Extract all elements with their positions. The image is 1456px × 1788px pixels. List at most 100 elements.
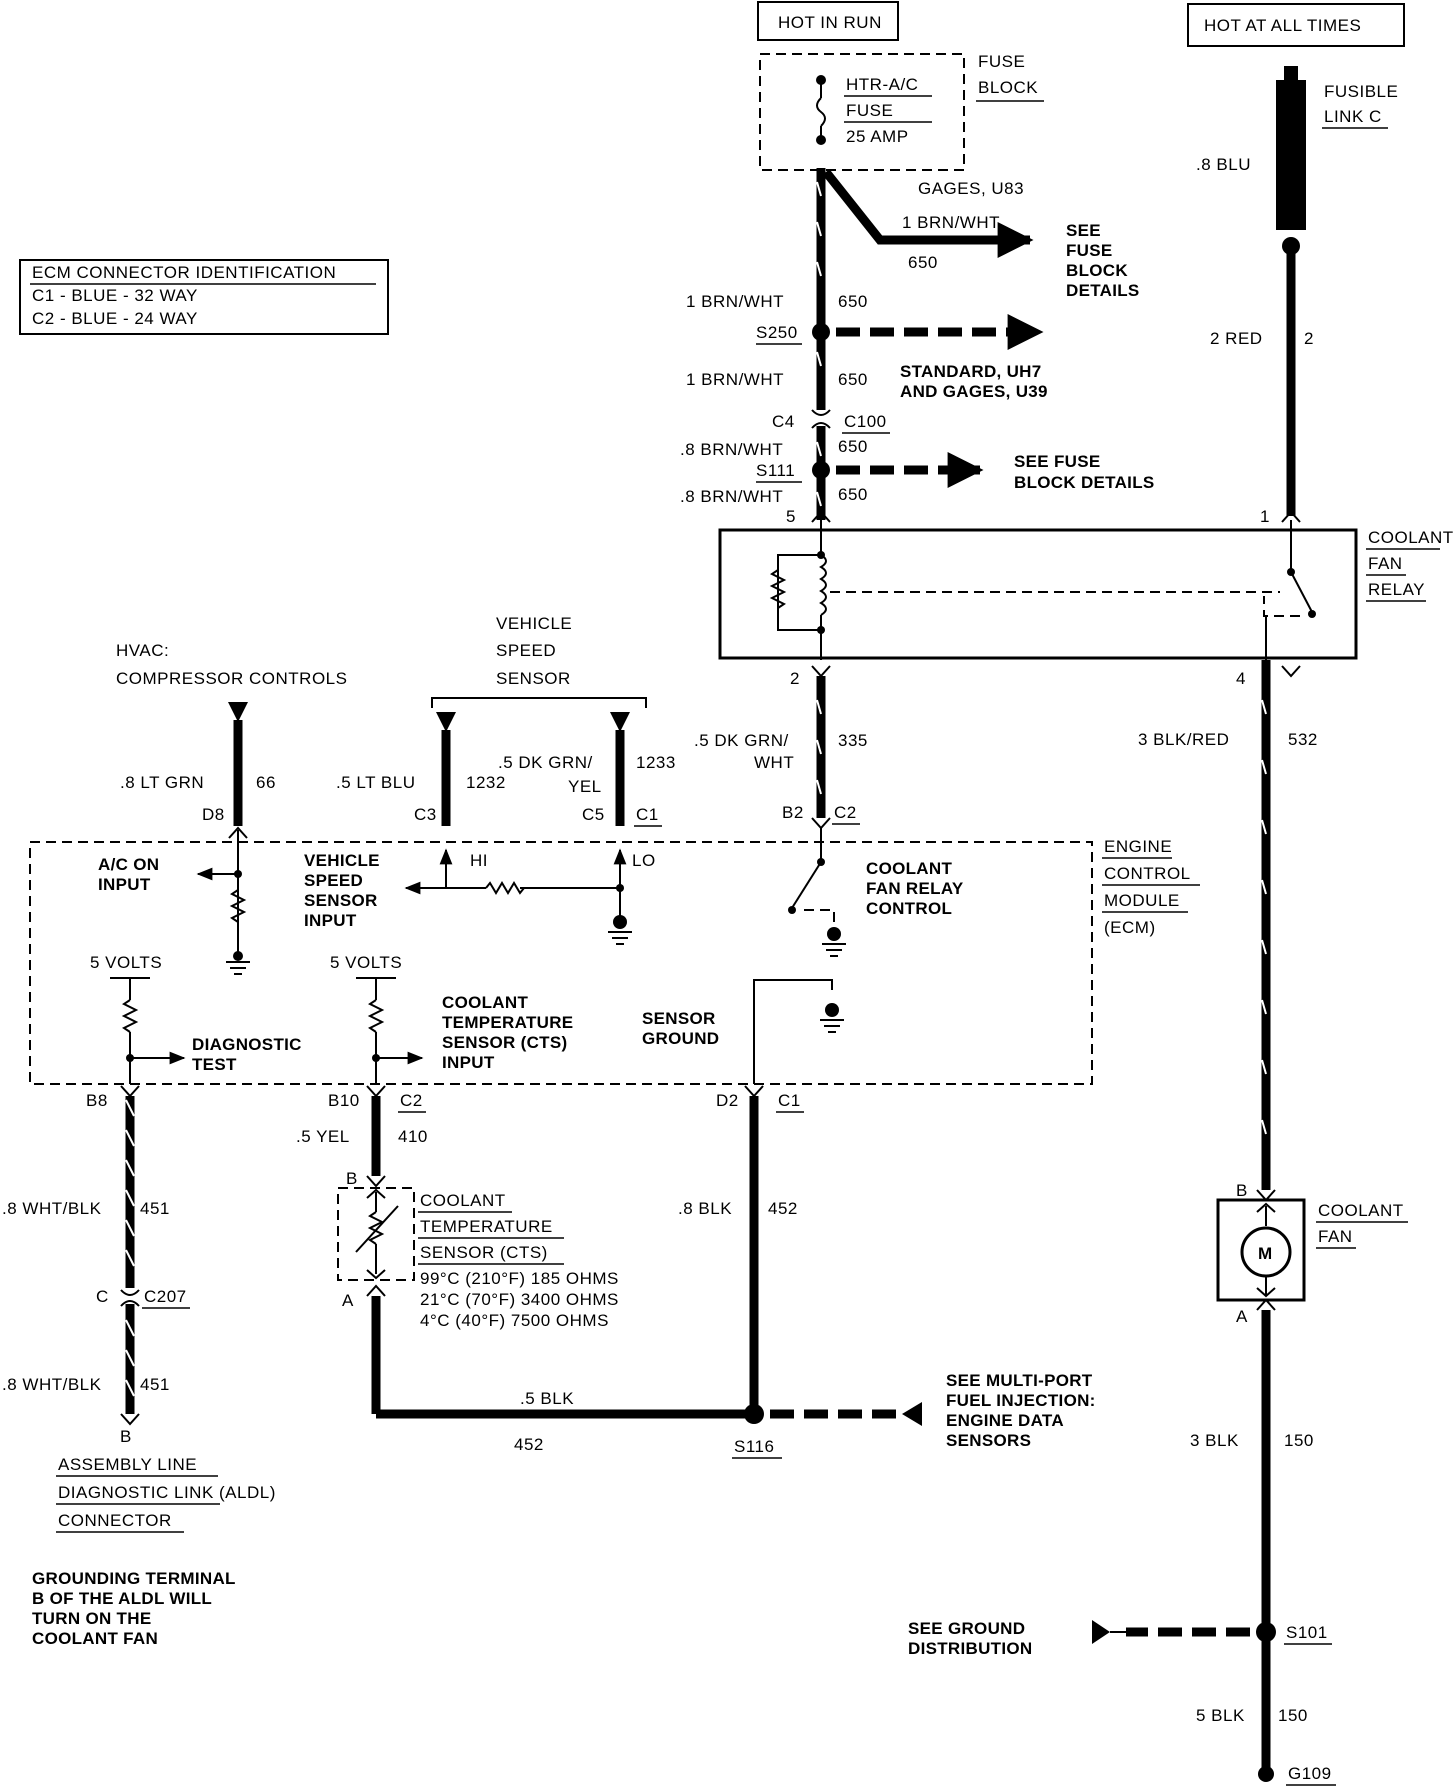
svg-text:DETAILS: DETAILS [1066, 281, 1140, 300]
svg-text:COOLANT: COOLANT [442, 993, 528, 1012]
svg-text:G109: G109 [1288, 1764, 1332, 1783]
wire-650 [811, 168, 831, 520]
wire-red-2: 2 RED 2 1 [1210, 250, 1314, 526]
svg-text:HVAC:: HVAC: [116, 641, 169, 660]
svg-text:TURN ON THE: TURN ON THE [32, 1609, 151, 1628]
svg-text:LINK C: LINK C [1324, 107, 1382, 126]
svg-text:5 VOLTS: 5 VOLTS [330, 953, 402, 972]
ground-icon [226, 951, 250, 975]
svg-text:C100: C100 [844, 412, 887, 431]
svg-text:SENSORS: SENSORS [946, 1431, 1031, 1450]
svg-text:FAN RELAY: FAN RELAY [866, 879, 964, 898]
svg-text:INPUT: INPUT [98, 875, 151, 894]
svg-text:VEHICLE: VEHICLE [496, 614, 572, 633]
svg-text:FUSE: FUSE [846, 101, 893, 120]
fusible-link: FUSIBLE LINK C .8 BLU [1196, 66, 1398, 255]
svg-text:MODULE: MODULE [1104, 891, 1180, 910]
svg-text:GAGES, U83: GAGES, U83 [918, 179, 1024, 198]
svg-text:COOLANT FAN: COOLANT FAN [32, 1629, 158, 1648]
svg-text:B: B [346, 1169, 358, 1188]
hot-at-all-times-label: HOT AT ALL TIMES [1187, 3, 1405, 47]
svg-text:B10: B10 [328, 1091, 360, 1110]
svg-text:532: 532 [1288, 730, 1318, 749]
svg-text:ENGINE: ENGINE [1104, 837, 1172, 856]
svg-text:CONTROL: CONTROL [866, 899, 952, 918]
svg-text:SEE GROUND: SEE GROUND [908, 1619, 1025, 1638]
svg-text:1232: 1232 [466, 773, 506, 792]
svg-text:150: 150 [1284, 1431, 1314, 1450]
svg-text:SENSOR: SENSOR [304, 891, 378, 910]
svg-text:INPUT: INPUT [442, 1053, 495, 1072]
svg-text:SENSOR (CTS): SENSOR (CTS) [442, 1033, 567, 1052]
svg-text:650: 650 [838, 292, 868, 311]
svg-text:ASSEMBLY LINE: ASSEMBLY LINE [58, 1455, 197, 1474]
svg-text:BLOCK DETAILS: BLOCK DETAILS [1014, 473, 1155, 492]
svg-text:SENSOR (CTS): SENSOR (CTS) [420, 1243, 548, 1262]
svg-text:B OF THE ALDL WILL: B OF THE ALDL WILL [32, 1589, 212, 1608]
svg-text:4: 4 [1236, 669, 1246, 688]
svg-text:451: 451 [140, 1199, 170, 1218]
svg-text:650: 650 [838, 485, 868, 504]
svg-text:21°C (70°F) 3400 OHMS: 21°C (70°F) 3400 OHMS [420, 1290, 619, 1309]
svg-text:DIAGNOSTIC: DIAGNOSTIC [192, 1035, 302, 1054]
svg-text:AND GAGES, U39: AND GAGES, U39 [900, 382, 1048, 401]
svg-text:B8: B8 [86, 1091, 108, 1110]
svg-text:150: 150 [1278, 1706, 1308, 1725]
svg-text:HOT AT ALL TIMES: HOT AT ALL TIMES [1204, 16, 1361, 35]
svg-text:COOLANT: COOLANT [420, 1191, 506, 1210]
svg-text:TEMPERATURE: TEMPERATURE [420, 1217, 553, 1236]
svg-text:SEE MULTI-PORT: SEE MULTI-PORT [946, 1371, 1093, 1390]
hot-in-run-label: HOT IN RUN [757, 1, 899, 41]
svg-text:.8 WHT/BLK: .8 WHT/BLK [2, 1375, 102, 1394]
svg-text:RELAY: RELAY [1368, 580, 1425, 599]
svg-text:SEE: SEE [1066, 221, 1101, 240]
wire-451: B8 .8 WHT/BLK 451 C C207 .8 WHT/BLK 451 … [2, 1085, 276, 1648]
svg-text:HTR-A/C: HTR-A/C [846, 75, 918, 94]
svg-text:5 VOLTS: 5 VOLTS [90, 953, 162, 972]
svg-text:.8 BRN/WHT: .8 BRN/WHT [680, 487, 783, 506]
svg-text:SPEED: SPEED [496, 641, 556, 660]
svg-text:FUSIBLE: FUSIBLE [1324, 82, 1398, 101]
svg-text:A/C ON: A/C ON [98, 855, 159, 874]
svg-text:1 BRN/WHT: 1 BRN/WHT [686, 370, 784, 389]
svg-text:650: 650 [838, 437, 868, 456]
svg-text:FUSE: FUSE [1066, 241, 1113, 260]
engine-control-module: ENGINE CONTROL MODULE (ECM) A/C ON INPUT [29, 826, 1200, 1085]
svg-text:410: 410 [398, 1127, 428, 1146]
ground-icon [1258, 1766, 1274, 1782]
svg-text:INPUT: INPUT [304, 911, 357, 930]
svg-text:VEHICLE: VEHICLE [304, 851, 380, 870]
svg-text:.5 LT BLU: .5 LT BLU [336, 773, 415, 792]
svg-text:DIAGNOSTIC LINK (ALDL): DIAGNOSTIC LINK (ALDL) [58, 1483, 276, 1502]
svg-text:452: 452 [768, 1199, 798, 1218]
svg-text:.8 BLK: .8 BLK [678, 1199, 732, 1218]
svg-text:C2: C2 [400, 1091, 423, 1110]
ground-icon [820, 1003, 844, 1033]
fuse-icon [816, 97, 826, 127]
svg-text:C4: C4 [772, 412, 795, 431]
svg-text:(ECM): (ECM) [1104, 918, 1156, 937]
svg-text:FAN: FAN [1368, 554, 1403, 573]
svg-text:.8 BLU: .8 BLU [1196, 155, 1251, 174]
svg-text:.5 DK GRN/: .5 DK GRN/ [694, 731, 789, 750]
svg-text:COMPRESSOR CONTROLS: COMPRESSOR CONTROLS [116, 669, 347, 688]
svg-text:TEST: TEST [192, 1055, 237, 1074]
vehicle-speed-sensor: VEHICLE SPEED SENSOR .5 LT BLU 1232 .5 D… [336, 614, 675, 827]
svg-text:335: 335 [838, 731, 868, 750]
run-wire-labels: 1 BRN/WHT 650 S250 1 BRN/WHT 650 STANDAR… [680, 292, 1155, 526]
svg-text:FAN: FAN [1318, 1227, 1353, 1246]
svg-text:650: 650 [838, 370, 868, 389]
svg-text:SEE FUSE: SEE FUSE [1014, 452, 1100, 471]
coolant-fan: B M COOLANT FAN A 3 BLK 150 SEE GROUND D… [908, 1181, 1408, 1786]
svg-text:B: B [1236, 1181, 1248, 1200]
thermistor-icon [367, 1211, 385, 1245]
wire-335: .5 DK GRN/ WHT 335 B2 C2 [694, 665, 868, 830]
svg-text:C: C [96, 1287, 109, 1306]
svg-text:A: A [342, 1291, 354, 1310]
hvac-compressor-controls: HVAC: COMPRESSOR CONTROLS .8 LT GRN 66 D… [116, 641, 347, 826]
ecm-connector-id-box: ECM CONNECTOR IDENTIFICATION C1 - BLUE -… [19, 259, 389, 335]
svg-text:C5: C5 [582, 805, 605, 824]
svg-text:C3: C3 [414, 805, 437, 824]
svg-text:.5 YEL: .5 YEL [296, 1127, 350, 1146]
svg-text:2: 2 [1304, 329, 1314, 348]
